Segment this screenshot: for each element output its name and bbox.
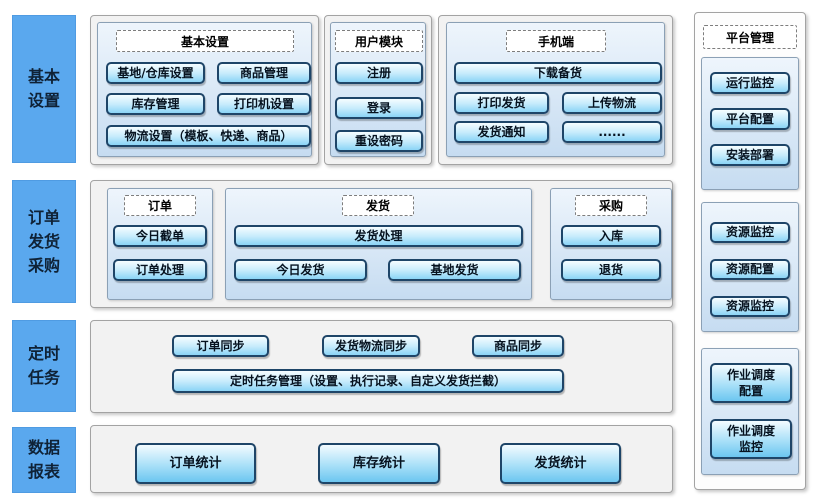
group-platform-job-schedule: 作业调度 配置 作业调度 监控 xyxy=(701,348,799,475)
panel-scheduled-tasks: 订单同步 发货物流同步 商品同步 定时任务管理（设置、执行记录、自定义发货拦截） xyxy=(90,320,673,413)
sidebar-label-order-shipping-purchase: 订单 发货 采购 xyxy=(12,180,76,303)
button-today-shipping: 今日发货 xyxy=(234,259,367,281)
button-base-warehouse-settings: 基地/仓库设置 xyxy=(106,62,205,84)
group-header-shipping: 发货 xyxy=(342,195,414,216)
group-header-order: 订单 xyxy=(124,195,196,216)
group-order: 订单 今日截单 订单处理 xyxy=(107,188,213,300)
group-platform-resource: 资源监控 资源配置 资源监控 xyxy=(701,202,799,332)
group-header-mobile: 手机端 xyxy=(506,30,606,52)
button-platform-config: 平台配置 xyxy=(710,108,790,130)
group-platform-monitor: 运行监控 平台配置 安装部署 xyxy=(701,57,799,190)
button-product-management: 商品管理 xyxy=(217,62,311,84)
button-shipping-process: 发货处理 xyxy=(234,225,523,247)
button-mobile-more: ...... xyxy=(562,121,662,143)
button-product-sync: 商品同步 xyxy=(472,335,564,357)
button-today-cutoff: 今日截单 xyxy=(113,225,207,247)
group-purchase: 采购 入库 退货 xyxy=(550,188,672,300)
button-returns: 退货 xyxy=(561,259,661,281)
panel-basic-settings: 基本设置 基地/仓库设置 商品管理 库存管理 打印机设置 物流设置（模板、快递、… xyxy=(90,15,319,165)
group-basic-settings: 基本设置 基地/仓库设置 商品管理 库存管理 打印机设置 物流设置（模板、快递、… xyxy=(97,22,312,157)
button-install-deploy: 安装部署 xyxy=(710,144,790,166)
button-inventory-stats: 库存统计 xyxy=(318,443,440,484)
button-resource-config: 资源配置 xyxy=(710,259,790,280)
button-job-schedule-config: 作业调度 配置 xyxy=(710,363,792,403)
button-download-stock: 下载备货 xyxy=(454,62,662,84)
group-shipping: 发货 发货处理 今日发货 基地发货 xyxy=(225,188,532,300)
button-shipping-notice: 发货通知 xyxy=(454,121,549,143)
button-reset-password: 重设密码 xyxy=(335,130,423,152)
sidebar-label-basic-settings: 基本 设置 xyxy=(12,15,76,163)
sidebar-label-scheduled-tasks: 定时 任务 xyxy=(12,320,76,412)
group-header-purchase: 采购 xyxy=(575,195,647,216)
button-inventory-management: 库存管理 xyxy=(106,93,205,115)
panel-data-reports: 订单统计 库存统计 发货统计 xyxy=(90,425,673,493)
button-printer-settings: 打印机设置 xyxy=(217,93,311,115)
button-base-shipping: 基地发货 xyxy=(388,259,521,281)
button-resource-monitor-2: 资源监控 xyxy=(710,296,790,317)
panel-mobile: 手机端 下载备货 打印发货 上传物流 发货通知 ...... xyxy=(438,15,673,165)
button-upload-logistics: 上传物流 xyxy=(562,92,662,114)
panel-platform-management: 平台管理 运行监控 平台配置 安装部署 资源监控 资源配置 资源监控 作业调度 … xyxy=(694,12,806,490)
button-print-shipping: 打印发货 xyxy=(454,92,549,114)
button-inbound: 入库 xyxy=(561,225,661,247)
group-header-user-module: 用户模块 xyxy=(335,30,423,52)
button-run-monitor: 运行监控 xyxy=(710,72,790,94)
button-register: 注册 xyxy=(335,62,423,84)
button-order-stats: 订单统计 xyxy=(135,443,256,484)
panel-user-module: 用户模块 注册 登录 重设密码 xyxy=(324,15,432,165)
button-resource-monitor-1: 资源监控 xyxy=(710,222,790,243)
group-header-basic-settings: 基本设置 xyxy=(116,30,294,52)
group-mobile: 手机端 下载备货 打印发货 上传物流 发货通知 ...... xyxy=(446,22,665,157)
button-shipping-stats: 发货统计 xyxy=(500,443,621,484)
group-header-platform-management: 平台管理 xyxy=(703,25,797,49)
button-job-schedule-monitor: 作业调度 监控 xyxy=(710,419,792,459)
button-order-process: 订单处理 xyxy=(113,259,207,281)
panel-order-shipping-purchase: 订单 今日截单 订单处理 发货 发货处理 今日发货 基地发货 采购 入库 退货 xyxy=(90,180,673,308)
button-login: 登录 xyxy=(335,97,423,119)
sidebar-label-data-reports: 数据 报表 xyxy=(12,427,76,493)
button-scheduled-task-management: 定时任务管理（设置、执行记录、自定义发货拦截） xyxy=(172,369,564,393)
button-order-sync: 订单同步 xyxy=(172,335,269,357)
button-logistics-settings: 物流设置（模板、快递、商品） xyxy=(106,125,311,147)
button-shipping-logistics-sync: 发货物流同步 xyxy=(322,335,420,357)
group-user-module: 用户模块 注册 登录 重设密码 xyxy=(330,22,426,157)
